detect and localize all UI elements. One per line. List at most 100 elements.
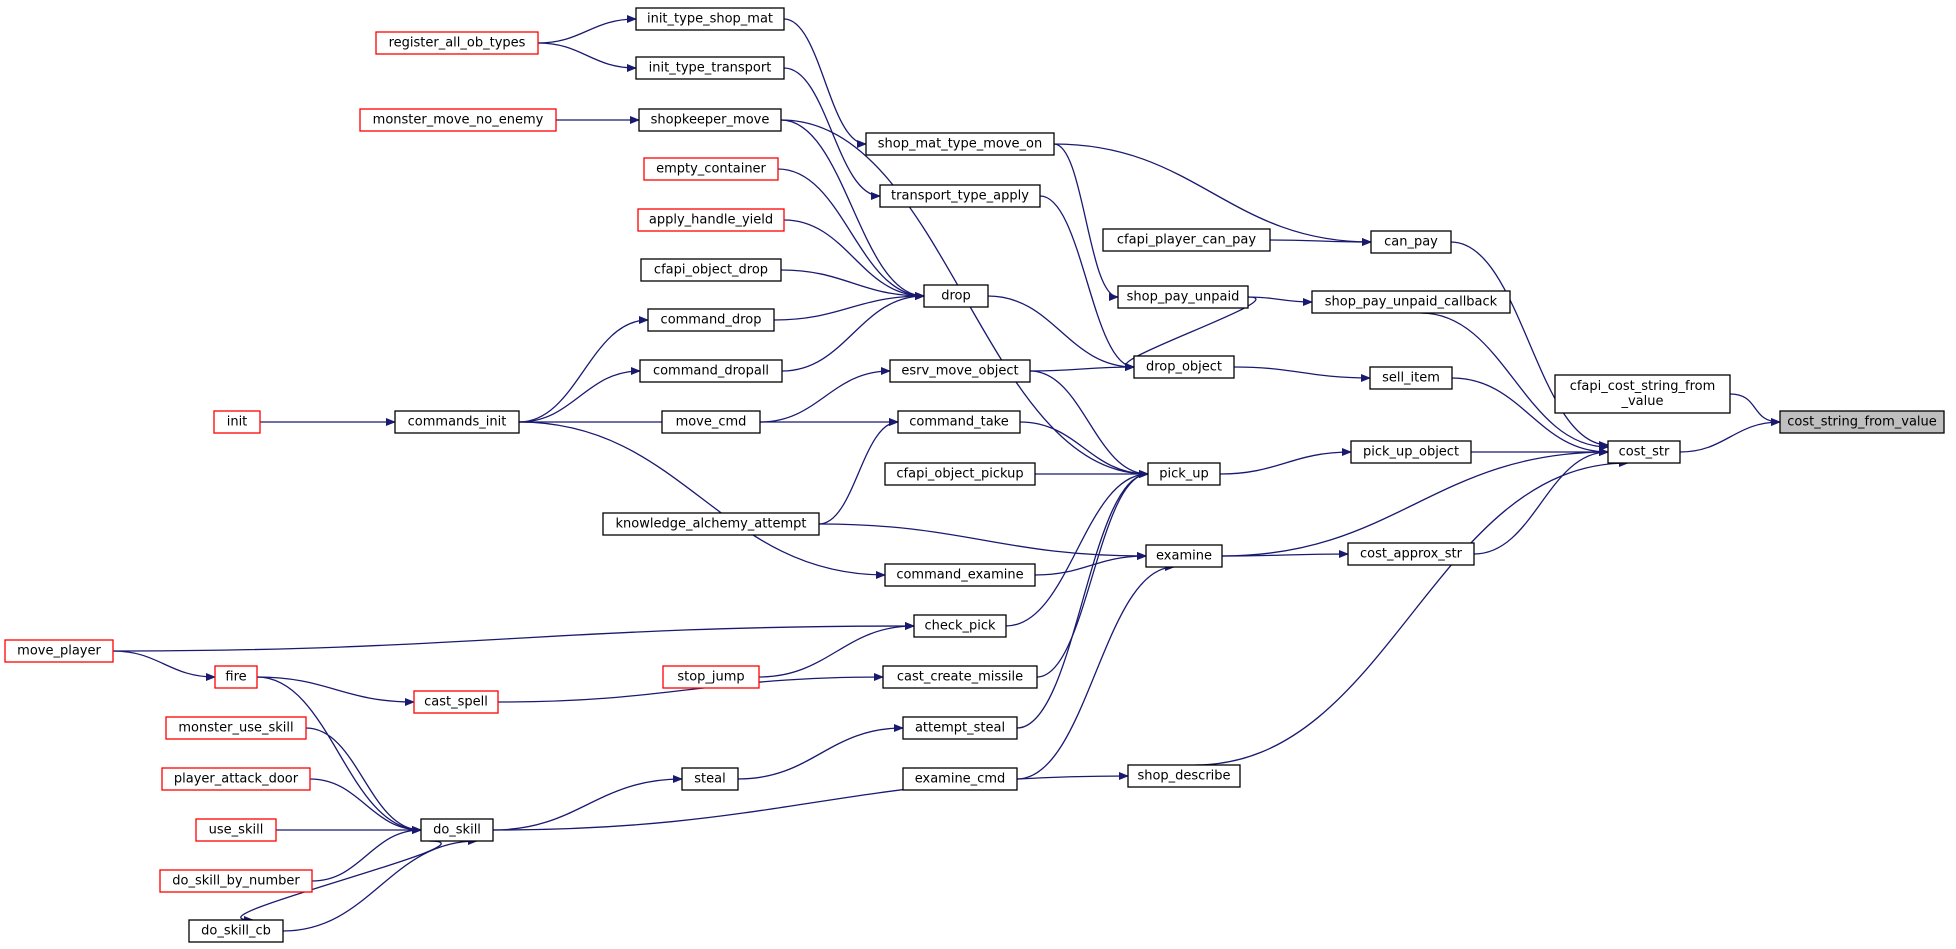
node-pick_up: pick_up [1147,462,1221,486]
edge-commands_init-to-command_dropall [518,367,641,423]
node-shop_describe: shop_describe [1127,764,1241,788]
edge-apply_handle_yield-to-drop [783,219,925,300]
node-label: cfapi_cost_string_from [1570,379,1716,394]
node-stop_jump[interactable]: stop_jump [662,665,760,689]
node-label: do_skill_by_number [172,874,300,889]
node-label: examine_cmd [915,772,1006,787]
node-apply_handle_yield[interactable]: apply_handle_yield [637,208,785,232]
node-shop_pay_unpaid: shop_pay_unpaid [1117,285,1249,309]
node-shopkeeper_move: shopkeeper_move [638,108,782,132]
node-use_skill[interactable]: use_skill [195,818,277,842]
node-command_examine: command_examine [884,563,1036,587]
edge-register_all_ob_types-to-init_type_transport [537,42,637,72]
node-label: esrv_move_object [901,364,1018,379]
edge-move_player-to-fire [112,650,216,681]
node-box [4,639,114,663]
node-box [902,767,1018,791]
edge-sell_item-to-cost_str [1451,377,1609,456]
node-init_type_transport: init_type_transport [635,56,785,80]
node-do_skill_cb: do_skill_cb [188,919,284,943]
node-player_attack_door[interactable]: player_attack_door [161,767,311,791]
edge-do_skill-to-shop_describe [492,772,1129,831]
edge-commands_init-to-command_drop [518,316,649,423]
edge-move_cmd-to-esrv_move_object [759,367,891,423]
node-box [913,614,1007,638]
edge-init_type_shop_mat-to-shop_mat_type_move_on [783,18,867,148]
node-label: cast_create_missile [897,670,1023,685]
edge-esrv_move_object-to-pick_up [1029,370,1149,478]
node-label: cast_spell [424,695,488,710]
node-label: init [227,415,248,430]
node-label: use_skill [209,823,264,838]
node-cfapi_object_drop: cfapi_object_drop [640,258,782,282]
edge-attempt_steal-to-pick_up [1016,470,1149,729]
node-box [394,410,520,434]
node-cost_approx_str: cost_approx_str [1347,542,1475,566]
edge-cast_spell-to-cast_create_missile [497,673,884,703]
node-cast_spell[interactable]: cast_spell [413,690,499,714]
edge-cfapi_object_drop-to-drop [780,269,925,300]
edge-can_pay-to-cost_str [1450,241,1609,449]
node-label: drop [941,289,971,304]
node-label: pick_up_object [1363,445,1459,460]
edge-do_skill_cb-to-do_skill [282,837,478,932]
node-transport_type_apply: transport_type_apply [879,184,1041,208]
node-label: stop_jump [677,670,744,685]
node-label: can_pay [1384,235,1438,250]
node-cfapi_player_can_pay: cfapi_player_can_pay [1102,228,1271,252]
node-label: commands_init [408,415,507,430]
node-box [1145,544,1223,568]
node-init[interactable]: init [213,410,261,434]
edge-shop_pay_unpaid-to-shop_pay_unpaid_callback [1247,296,1313,306]
node-box [1147,462,1221,486]
node-register_all_ob_types[interactable]: register_all_ob_types [375,31,539,55]
node-label: _value [1620,394,1663,409]
edge-drop-to-drop_object [987,295,1135,371]
node-label: register_all_ob_types [389,36,526,51]
edge-drop_object-to-sell_item [1233,366,1371,382]
edge-do_skill_by_number-to-do_skill [311,826,422,882]
node-label: cfapi_player_can_pay [1117,233,1256,248]
node-box [1102,228,1271,252]
node-box [214,665,258,689]
node-fire[interactable]: fire [214,665,258,689]
node-label: steal [694,772,725,787]
node-monster_move_no_enemy[interactable]: monster_move_no_enemy [359,108,557,132]
node-label: check_pick [924,619,996,634]
node-label: do_skill [433,823,481,838]
node-box [1311,290,1511,314]
edge-cost_approx_str-to-cost_str [1473,448,1609,555]
node-check_pick: check_pick [913,614,1007,638]
edge-transport_type_apply-to-drop_object [1039,195,1135,371]
node-command_dropall: command_dropall [639,359,783,383]
node-box [161,767,311,791]
edge-examine-to-cost_str [1221,448,1609,557]
node-box [635,56,785,80]
node-sell_item: sell_item [1369,366,1453,390]
node-label: shopkeeper_move [651,113,770,128]
node-label: sell_item [1382,371,1440,386]
node-move_player[interactable]: move_player [4,639,114,663]
node-box [1607,440,1681,464]
node-box [602,512,820,536]
node-label: shop_pay_unpaid [1127,290,1240,305]
edge-examine_cmd-to-examine [1016,563,1175,780]
node-label: shop_mat_type_move_on [878,137,1043,152]
node-label: cost_string_from_value [1787,415,1937,430]
edge-check_pick-to-pick_up [1005,470,1149,627]
node-label: shop_describe [1137,769,1230,784]
node-init_type_shop_mat: init_type_shop_mat [635,7,785,31]
node-empty_container[interactable]: empty_container [643,157,779,181]
node-box [638,108,782,132]
node-box [647,308,775,332]
node-box [897,410,1021,434]
edge-monster_use_skill-to-do_skill [305,727,422,834]
node-label: command_drop [661,313,762,328]
node-monster_use_skill[interactable]: monster_use_skill [165,716,307,740]
node-box [643,157,779,181]
node-box [1554,374,1731,414]
node-cost_string_from_value: cost_string_from_value [1779,410,1945,434]
node-do_skill_by_number[interactable]: do_skill_by_number [159,869,313,893]
node-esrv_move_object: esrv_move_object [889,359,1031,383]
